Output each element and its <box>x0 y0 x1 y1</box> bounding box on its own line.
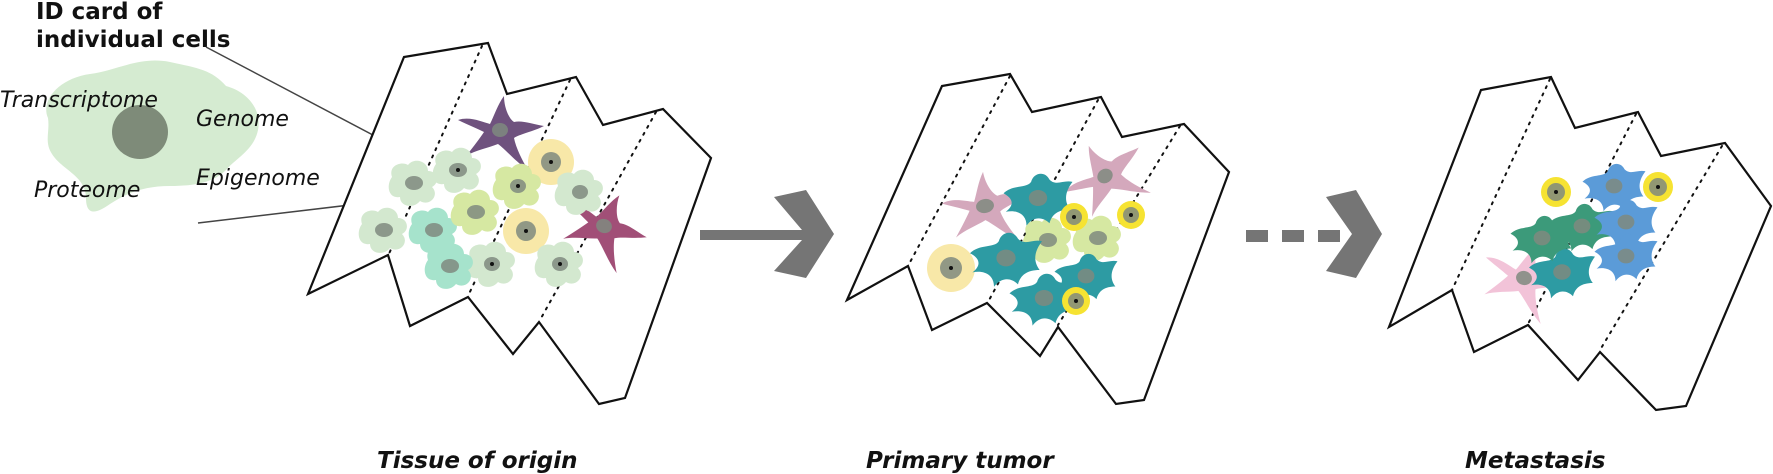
cell-mauve-spiky <box>937 164 1036 253</box>
cell-teal <box>1009 273 1079 326</box>
cell-mint <box>424 243 473 289</box>
panel-primary-tumor: Primary tumor <box>844 72 1231 474</box>
panel-metastasis: Metastasis <box>1386 75 1773 474</box>
label-proteome: Proteome <box>34 178 140 203</box>
cell-mint <box>408 207 457 253</box>
cell-green <box>388 160 437 206</box>
cell-green <box>432 147 481 193</box>
caption-tissue-of-origin: Tissue of origin <box>377 448 578 474</box>
cell-magenta-spiky <box>550 179 657 279</box>
cell-teal <box>1054 253 1118 302</box>
cell-purple-spiky <box>458 96 544 170</box>
cell-dark-green <box>1550 203 1614 252</box>
id-card-nucleus <box>112 105 168 159</box>
cell-blue <box>1594 233 1658 282</box>
cell-yellow <box>1541 177 1571 207</box>
id-card-title-line2: individual cells <box>36 27 230 53</box>
caption-metastasis: Metastasis <box>1465 448 1605 474</box>
cell-yellow <box>528 139 574 185</box>
cell-green <box>534 241 583 287</box>
fold-line <box>1527 113 1637 325</box>
cell-teal <box>1003 173 1073 226</box>
label-genome: Genome <box>196 107 289 132</box>
cell-dark-green <box>1510 215 1574 264</box>
panel-tissue-of-origin: Tissue of origin <box>305 41 713 474</box>
cell-pink-spiky <box>1473 234 1576 329</box>
caption-primary-tumor: Primary tumor <box>866 448 1055 474</box>
cell-lime <box>450 189 499 235</box>
cell-teal <box>970 232 1042 287</box>
cell-yellow <box>503 208 549 254</box>
id-card: ID card of individual cells Transcriptom… <box>0 0 427 224</box>
arrow-solid <box>700 190 834 278</box>
cell-green <box>466 241 515 287</box>
cell-lime <box>492 163 541 209</box>
cell-yellow <box>1117 201 1145 229</box>
cell-blue <box>1582 163 1646 212</box>
cell-lime <box>1072 215 1121 261</box>
cell-lime <box>1022 217 1071 263</box>
cell-yellow <box>1060 203 1088 231</box>
cell-yellow-pale <box>927 244 975 292</box>
id-card-title-line1: ID card of <box>36 0 163 25</box>
cell-green <box>554 169 603 215</box>
label-transcriptome: Transcriptome <box>0 88 158 113</box>
cell-teal <box>1529 248 1595 299</box>
cell-yellow <box>1643 172 1673 202</box>
cell-mauve-spiky <box>1051 122 1164 233</box>
fold-line <box>1599 145 1723 351</box>
cell-green <box>358 207 407 253</box>
cell-yellow <box>1062 287 1090 315</box>
cell-blue <box>1594 199 1658 248</box>
arrow-dashed <box>1246 190 1382 278</box>
label-epigenome: Epigenome <box>196 166 320 191</box>
fold-line <box>1451 78 1551 291</box>
